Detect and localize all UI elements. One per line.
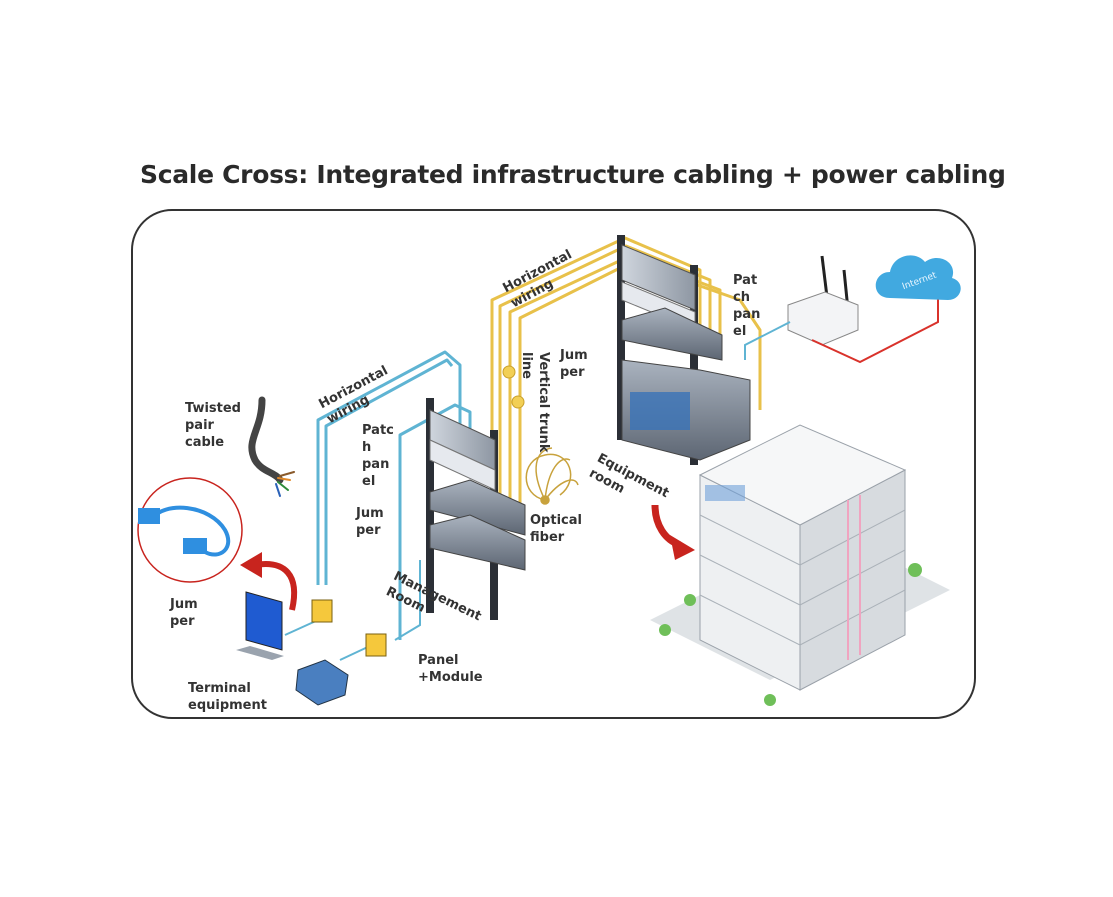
label-patch-panel-mid: Patc h pan el bbox=[362, 423, 394, 489]
diagram-frame bbox=[131, 209, 976, 719]
label-vertical-trunk-line: Vertical trunk line bbox=[519, 352, 551, 453]
label-jumper-right: Jum per bbox=[560, 348, 588, 380]
router-link bbox=[744, 321, 791, 360]
equipment-rack bbox=[617, 235, 751, 465]
optical-fiber-icon bbox=[525, 447, 579, 505]
management-rack bbox=[426, 398, 526, 620]
label-patch-panel-right: Pat ch pan el bbox=[733, 273, 761, 339]
trunk-node bbox=[502, 365, 516, 379]
terminal-arrow bbox=[254, 561, 298, 611]
phone-icon bbox=[295, 659, 349, 706]
trunk-node bbox=[511, 395, 525, 409]
label-jumper-mid: Jum per bbox=[356, 506, 384, 538]
terminal-arrow-head bbox=[240, 552, 262, 578]
diagram-title: Scale Cross: Integrated infrastructure c… bbox=[140, 160, 1006, 189]
jumper-cable-icon bbox=[138, 505, 231, 557]
building-illustration bbox=[650, 424, 950, 706]
label-jumper-left: Jum per bbox=[170, 597, 198, 629]
cloud-icon bbox=[875, 255, 961, 300]
label-optical-fiber: Optical fiber bbox=[530, 513, 582, 545]
label-twisted-pair-cable: Twisted pair cable bbox=[185, 401, 241, 450]
router-icon bbox=[787, 255, 859, 346]
label-panel-module: Panel +Module bbox=[418, 653, 483, 685]
label-terminal-equipment: Terminal equipment bbox=[188, 681, 267, 713]
computer-icon bbox=[236, 591, 284, 660]
equipment-room-arrow-head bbox=[670, 535, 695, 560]
twisted-pair-cable-icon bbox=[248, 396, 295, 497]
wall-outlet-icon bbox=[311, 599, 387, 657]
